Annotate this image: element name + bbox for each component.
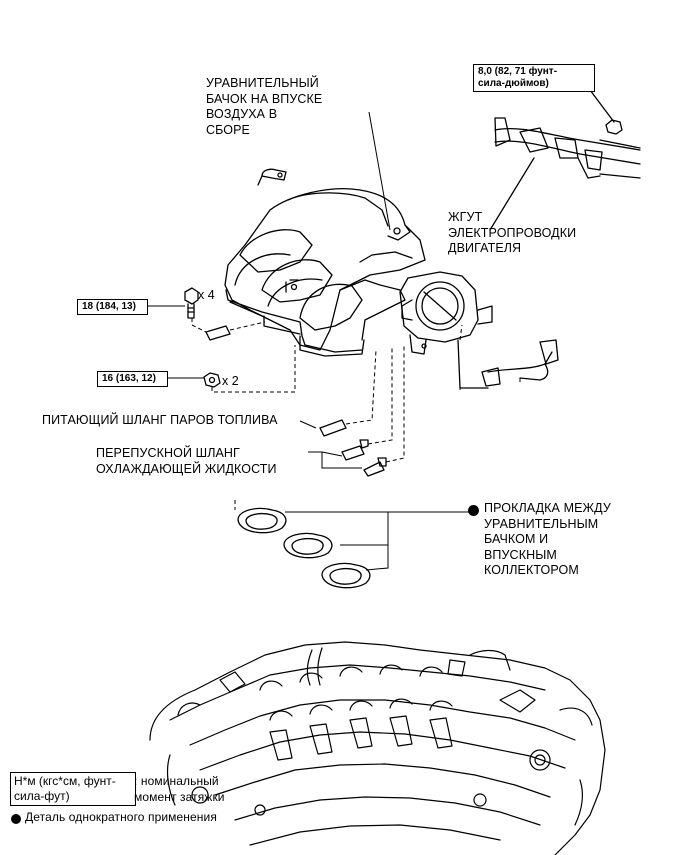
- coolant-bypass-hoses-drawing: [341, 439, 387, 477]
- fuel-vapor-hose-drawing: [319, 419, 347, 437]
- engine-wire-harness-drawing: [489, 89, 641, 231]
- bolt-torque-box: 18 (184, 13): [77, 299, 148, 315]
- intake-plenum-drawing: [224, 188, 426, 357]
- single-use-legend-icon: [11, 814, 21, 824]
- engine-harness-label: ЖГУТ ЭЛЕКТРОПРОВОДКИ ДВИГАТЕЛЯ: [448, 210, 577, 255]
- single-use-legend-text: Деталь однократного применения: [25, 810, 217, 824]
- nut-torque-box: 16 (163, 12): [97, 371, 168, 387]
- throttle-connector-drawing: [457, 339, 559, 389]
- coolant-bypass-hose-label: ПЕРЕПУСКНОЙ ШЛАНГ ОХЛАЖДАЮЩЕЙ ЖИДКОСТИ: [96, 446, 277, 476]
- fuel-vapor-hose-label: ПИТАЮЩИЙ ШЛАНГ ПАРОВ ТОПЛИВА: [42, 413, 278, 427]
- small-hose-drawing: [205, 325, 231, 341]
- nut-count: x 2: [222, 374, 239, 388]
- nut-drawing: [203, 372, 221, 388]
- vacuum-connector-drawing: [257, 168, 287, 186]
- intake-plenum-label: УРАВНИТЕЛЬНЫЙ БАЧОК НА ВПУСКЕ ВОЗДУХА В …: [206, 76, 323, 137]
- throttle-body-drawing: [399, 271, 493, 355]
- bolt-count: x 4: [198, 288, 215, 302]
- gasket-label: ПРОКЛАДКА МЕЖДУ УРАВНИТЕЛЬНЫМ БАЧКОМ И В…: [484, 501, 611, 577]
- gaskets-drawing: [237, 507, 371, 589]
- single-use-marker-icon: [468, 505, 479, 516]
- harness-nut-torque-box: 8,0 (82, 71 фунт- сила-дюймов): [473, 64, 595, 92]
- torque-unit-box: Н*м (кгс*см, фунт- сила-фут): [10, 772, 136, 806]
- engine-overview-drawing: [149, 641, 606, 855]
- torque-unit-description: : номинальный момент затяжки: [134, 774, 225, 804]
- bolt-drawing: [184, 287, 199, 319]
